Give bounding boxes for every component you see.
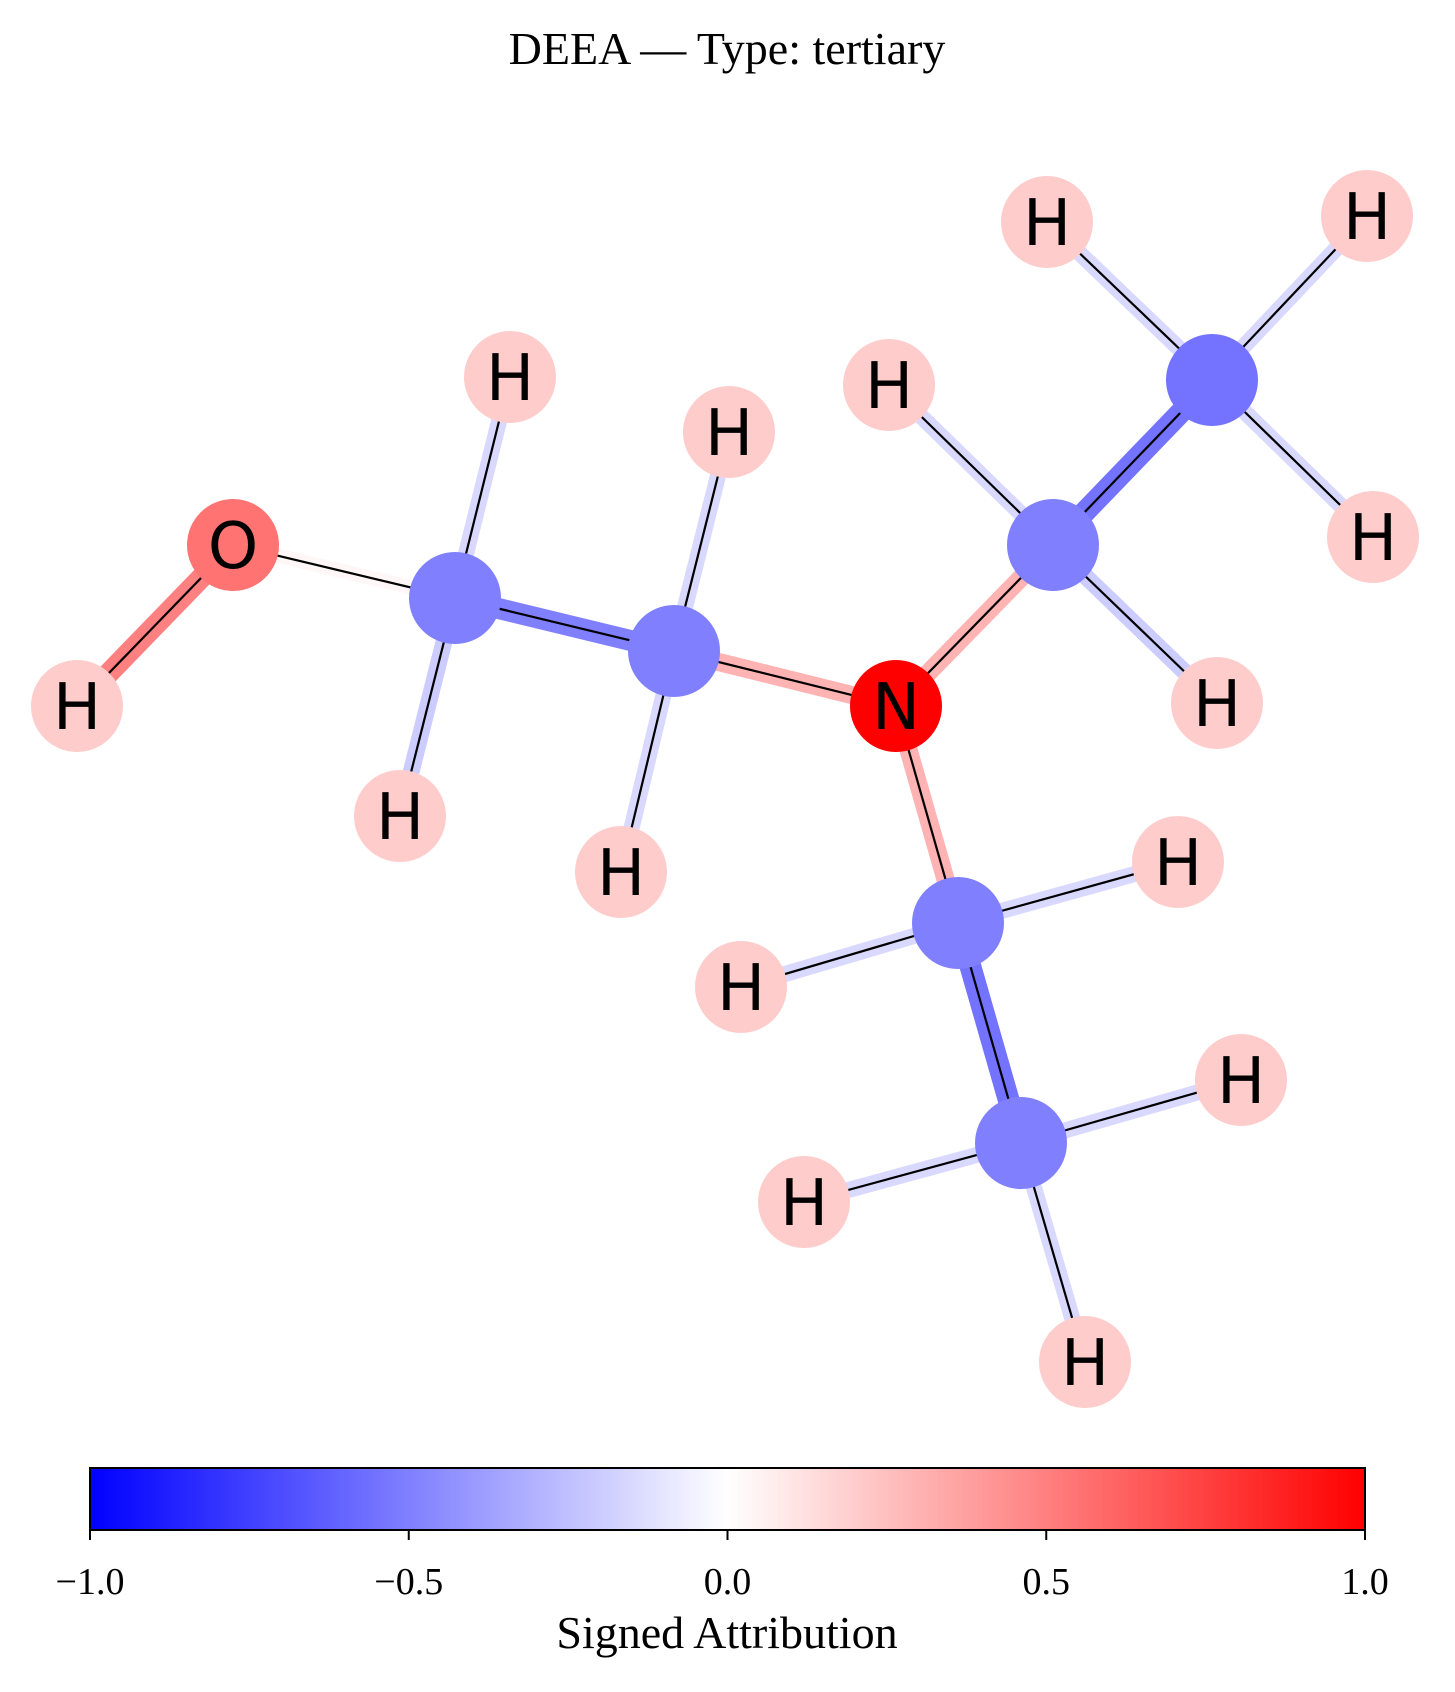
colorbar-gradient (89, 1467, 1366, 1531)
atom-label-H3a: H (865, 350, 913, 424)
atom-H5b: H (695, 941, 787, 1033)
atom-circle-H4c (1327, 491, 1419, 583)
atom-C6 (975, 1097, 1067, 1189)
atom-circle-H6b (758, 1156, 850, 1248)
colorbar-tick-label-4: 1.0 (1341, 1561, 1389, 1603)
atom-circle-C2 (628, 605, 720, 697)
atom-label-N1: N (872, 671, 920, 745)
atom-H6a: H (1195, 1034, 1287, 1126)
atom-H3b: H (1171, 657, 1263, 749)
atom-label-H2a: H (705, 397, 753, 471)
atom-H6b: H (758, 1156, 850, 1248)
atom-H6c: H (1039, 1316, 1131, 1408)
atom-H2a: H (683, 386, 775, 478)
atom-circle-H5a (1132, 816, 1224, 908)
atom-circle-H6a (1195, 1034, 1287, 1126)
colorbar-tick-label-1: −0.5 (374, 1561, 443, 1603)
atom-C5 (912, 877, 1004, 969)
atom-C2 (628, 605, 720, 697)
colorbar-ticks: −1.0 −0.5 0.0 0.5 1.0 (56, 1530, 1389, 1603)
atom-H4c: H (1327, 491, 1419, 583)
atom-label-H6b: H (780, 1167, 828, 1241)
atom-label-H6c: H (1061, 1327, 1109, 1401)
atom-H2b: H (575, 826, 667, 918)
atom-O1: O (187, 499, 279, 591)
atom-label-H5b: H (717, 952, 765, 1026)
atom-circle-H3b (1171, 657, 1263, 749)
atom-circle-H6c (1039, 1316, 1131, 1408)
atom-H1a: H (464, 331, 556, 423)
atom-C4 (1166, 334, 1258, 426)
atom-circle-C5 (912, 877, 1004, 969)
atom-circle-C3 (1007, 499, 1099, 591)
atom-label-H5a: H (1154, 827, 1202, 901)
colorbar-tick-label-0: −1.0 (56, 1561, 125, 1603)
atom-circle-H1b (354, 770, 446, 862)
atom-circle-H1a (464, 331, 556, 423)
atom-H3a: H (843, 339, 935, 431)
atom-circle-C4 (1166, 334, 1258, 426)
atom-label-H1a: H (486, 342, 534, 416)
atom-label-H2b: H (597, 837, 645, 911)
atom-C3 (1007, 499, 1099, 591)
atom-H_O: H (31, 660, 123, 752)
atom-circle-H2b (575, 826, 667, 918)
atom-circle-C1 (409, 552, 501, 644)
atom-label-H1b: H (376, 781, 424, 855)
atom-N1: N (850, 660, 942, 752)
atom-circle-H_O (31, 660, 123, 752)
atom-H4b: H (1321, 170, 1413, 262)
atom-circle-H3a (843, 339, 935, 431)
figure-title: DEEA — Type: tertiary (509, 23, 946, 74)
atom-label-O1: O (208, 510, 258, 584)
atom-label-H3b: H (1193, 668, 1241, 742)
atom-circle-H4b (1321, 170, 1413, 262)
atom-circle-H4a (1001, 176, 1093, 268)
atom-circle-H2a (683, 386, 775, 478)
atom-label-H4a: H (1023, 187, 1071, 261)
atom-H1b: H (354, 770, 446, 862)
colorbar-label: Signed Attribution (556, 1607, 897, 1658)
atom-label-H6a: H (1217, 1045, 1265, 1119)
atom-label-H4b: H (1343, 181, 1391, 255)
atom-label-H_O: H (53, 671, 101, 745)
atom-circle-O1 (187, 499, 279, 591)
atom-circle-H5b (695, 941, 787, 1033)
atom-circle-C6 (975, 1097, 1067, 1189)
colorbar-tick-label-3: 0.5 (1023, 1561, 1071, 1603)
atom-circle-N1 (850, 660, 942, 752)
atom-label-H4c: H (1349, 502, 1397, 576)
colorbar-tick-label-2: 0.0 (704, 1561, 752, 1603)
atom-H4a: H (1001, 176, 1093, 268)
atom-C1 (409, 552, 501, 644)
colorbar: −1.0 −0.5 0.0 0.5 1.0 Signed Attribution (56, 1467, 1389, 1658)
atom-H5a: H (1132, 816, 1224, 908)
